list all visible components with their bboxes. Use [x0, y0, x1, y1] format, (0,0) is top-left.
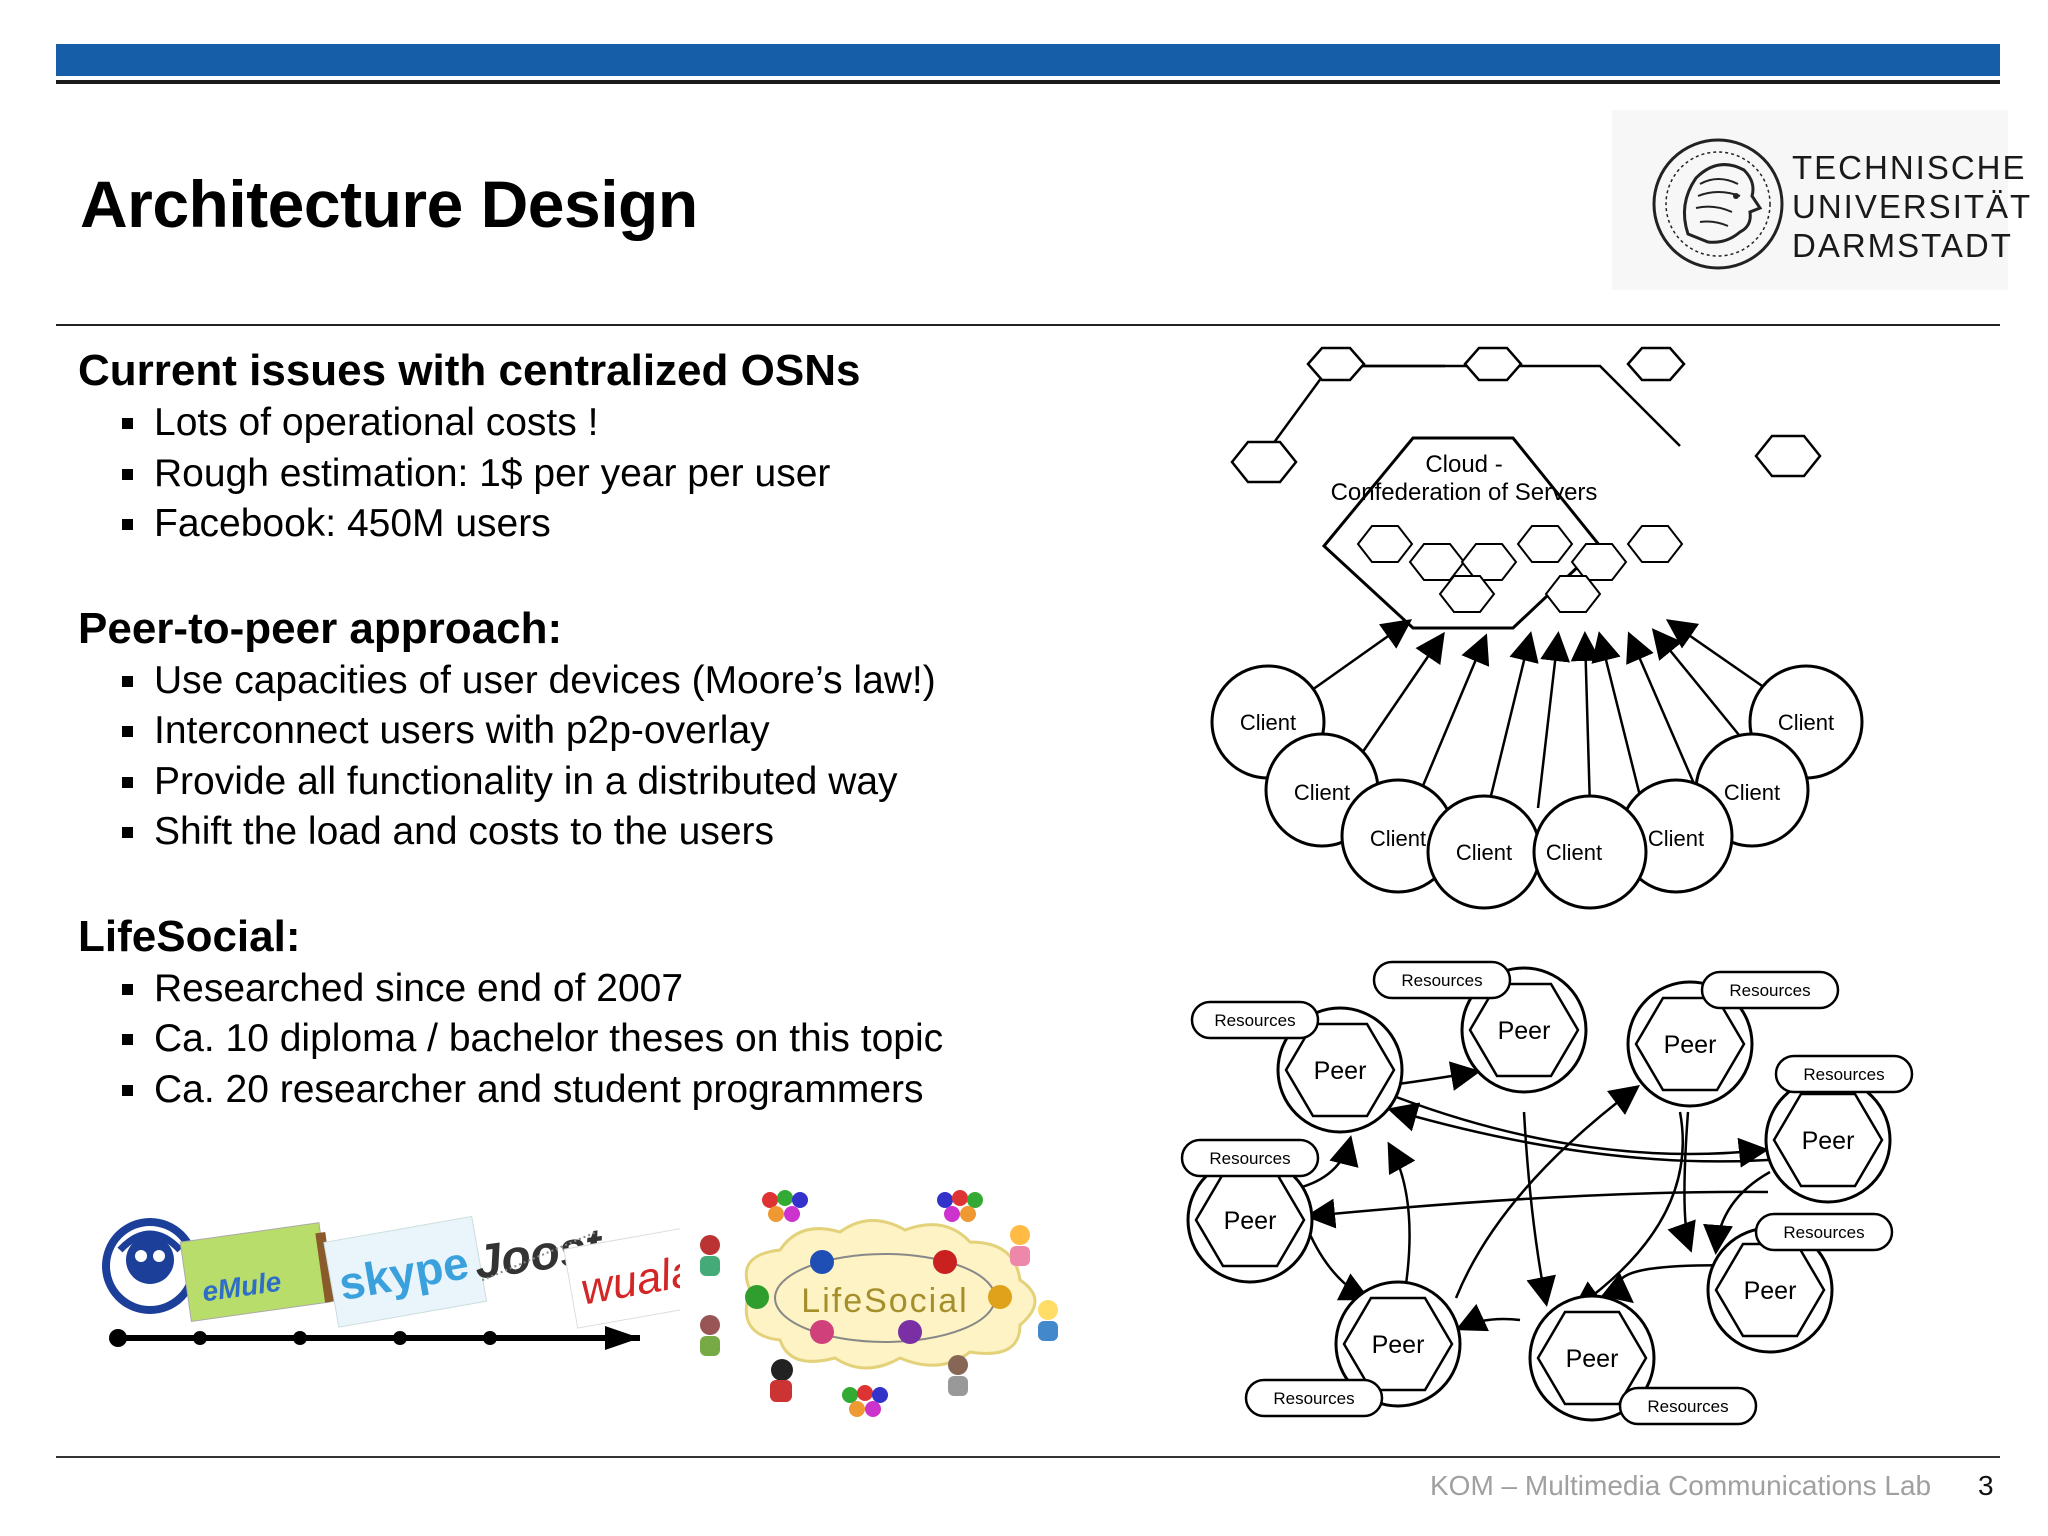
university-logo: TECHNISCHE UNIVERSITÄT DARMSTADT — [1612, 110, 2030, 290]
lifesocial-label: LifeSocial — [801, 1282, 968, 1320]
resource-label: Resources — [1209, 1149, 1290, 1168]
network-node — [810, 1250, 834, 1274]
resource-boxes — [1180, 960, 1914, 1426]
user-avatar-icon — [700, 1235, 720, 1276]
footer-lab-name: KOM – Multimedia Communications Lab — [1430, 1470, 1932, 1501]
resource-label: Resources — [1783, 1223, 1864, 1242]
client-label: Client — [1778, 710, 1834, 735]
header-accent-bar — [56, 44, 2000, 76]
lifesocial-network-graphic: LifeSocial — [700, 1190, 1058, 1417]
peer-label: Peer — [1224, 1207, 1277, 1235]
bullet-item: Rough estimation: 1$ per year per user — [122, 449, 1158, 500]
header-rule — [56, 80, 2000, 84]
resource-label: Resources — [1273, 1389, 1354, 1408]
peer-label: Peer — [1372, 1331, 1425, 1359]
title-separator — [56, 324, 2000, 326]
client-label: Client — [1240, 710, 1296, 735]
slide-title: Architecture Design — [80, 167, 698, 241]
resource-labels: Resources Resources Resources Resources … — [1209, 971, 1884, 1416]
peer-label: Peer — [1664, 1031, 1717, 1059]
bullet-list: Researched since end of 2007 Ca. 10 dipl… — [78, 964, 1158, 1116]
bullet-item: Facebook: 450M users — [122, 499, 1158, 550]
network-node — [933, 1250, 957, 1274]
user-avatar-icon — [948, 1355, 968, 1396]
client-label: Client — [1724, 780, 1780, 805]
network-node — [745, 1285, 769, 1309]
footer-rule — [56, 1456, 2000, 1458]
user-avatar-icon — [700, 1315, 720, 1356]
section-title: LifeSocial: — [78, 911, 301, 961]
peer-hexagons — [1194, 982, 1884, 1406]
client-label: Client — [1546, 840, 1602, 865]
cloud-label-line-2: Confederation of Servers — [1331, 479, 1598, 506]
bullet-item: Lots of operational costs ! — [122, 398, 1158, 449]
logo-line-2: UNIVERSITÄT — [1792, 188, 2033, 225]
page-number: 3 — [1978, 1470, 1994, 1501]
bullet-list: Lots of operational costs ! Rough estima… — [78, 398, 1158, 550]
client-label: Client — [1648, 826, 1704, 851]
peer-label: Peer — [1802, 1127, 1855, 1155]
resource-label: Resources — [1401, 971, 1482, 990]
client-label: Client — [1370, 826, 1426, 851]
resource-label: Resources — [1803, 1065, 1884, 1084]
bullet-item: Interconnect users with p2p-overlay — [122, 706, 1158, 757]
section-title: Peer-to-peer approach: — [78, 603, 563, 653]
user-avatar-icon — [1038, 1300, 1058, 1341]
user-group-icon — [937, 1190, 983, 1222]
client-label: Client — [1294, 780, 1350, 805]
p2p-peer-diagram: Peer Peer Peer Peer Peer Peer Peer Peer … — [1180, 960, 1914, 1426]
user-group-icon — [842, 1385, 888, 1417]
section-p2p-approach: Peer-to-peer approach: Use capacities of… — [78, 602, 1158, 858]
peer-label: Peer — [1314, 1057, 1367, 1085]
inner-servers — [1356, 525, 1684, 613]
bullet-list: Use capacities of user devices (Moore’s … — [78, 656, 1158, 858]
peer-label: Peer — [1744, 1277, 1797, 1305]
cloud-client-diagram: Cloud - Confederation of Servers Client — [1210, 346, 1864, 910]
client-arrows — [1311, 619, 1769, 809]
peer-label: Peer — [1566, 1345, 1619, 1373]
skype-logo-icon: skype — [323, 1215, 488, 1328]
network-node — [988, 1285, 1012, 1309]
timeline-arrow — [109, 1326, 640, 1350]
emule-logo-icon: eMule — [179, 1222, 335, 1323]
bullet-item: Ca. 10 diploma / bachelor theses on this… — [122, 1014, 1158, 1065]
resource-label: Resources — [1647, 1397, 1728, 1416]
section-title: Current issues with centralized OSNs — [78, 346, 861, 395]
bullet-item: Researched since end of 2007 — [122, 964, 1158, 1015]
user-avatar-icon — [1010, 1225, 1030, 1266]
network-node — [810, 1320, 834, 1344]
client-labels: Client Client Client Client Client Clien… — [1240, 710, 1834, 865]
client-nodes — [1210, 664, 1864, 910]
resource-label: Resources — [1729, 981, 1810, 1000]
logo-line-3: DARMSTADT — [1792, 227, 2013, 264]
client-label: Client — [1456, 840, 1512, 865]
peer-labels: Peer Peer Peer Peer Peer Peer Peer Peer — [1224, 1017, 1855, 1373]
logo-line-1: TECHNISCHE — [1792, 149, 2027, 186]
cloud-label-line-1: Cloud - — [1425, 451, 1502, 478]
section-lifesocial: LifeSocial: Researched since end of 2007… — [78, 910, 1158, 1116]
p2p-history-timeline-graphic: eMule skype Joost wuala — [102, 1215, 680, 1350]
bullet-item: Ca. 20 researcher and student programmer… — [122, 1065, 1158, 1116]
outer-servers — [1230, 346, 1822, 484]
bullet-item: Provide all functionality in a distribut… — [122, 757, 1158, 808]
resource-label: Resources — [1214, 1011, 1295, 1030]
wuala-logo-icon: wuala — [563, 1227, 680, 1329]
peer-label: Peer — [1498, 1017, 1551, 1045]
section-centralized-issues: Current issues with centralized OSNs Lot… — [78, 344, 1158, 550]
bullet-item: Use capacities of user devices (Moore’s … — [122, 656, 1158, 707]
athena-seal-icon — [1652, 138, 1784, 270]
bullet-item: Shift the load and costs to the users — [122, 807, 1158, 858]
user-group-icon — [762, 1190, 808, 1222]
napster-logo-icon — [102, 1218, 198, 1314]
slide-body: Current issues with centralized OSNs Lot… — [78, 344, 1158, 1115]
user-avatar-icon — [770, 1359, 793, 1402]
network-node — [898, 1320, 922, 1344]
